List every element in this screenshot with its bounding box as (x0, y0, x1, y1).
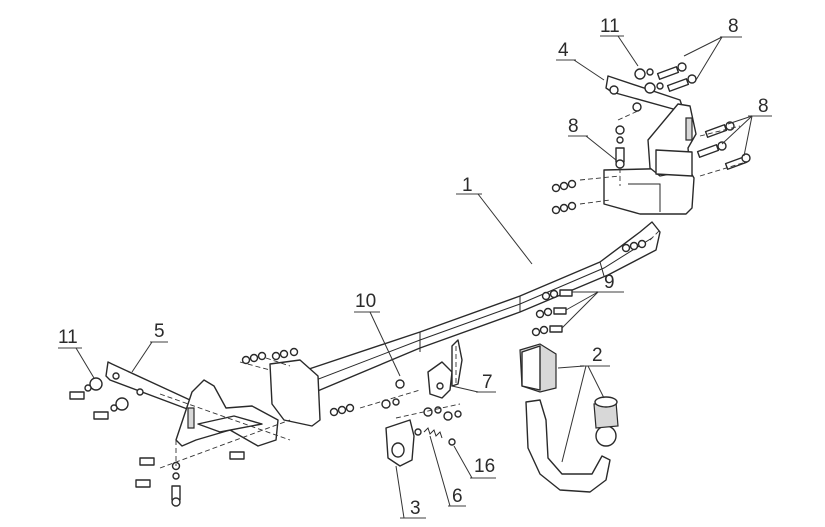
tow-ball-assembly (519, 343, 619, 493)
bolt-icon (696, 141, 727, 158)
bolt-icon (704, 121, 735, 138)
callout-label: 6 (452, 486, 463, 507)
callout-label: 3 (410, 498, 421, 519)
left-mounting-bracket (105, 361, 279, 447)
callout-label: 8 (758, 96, 769, 117)
callout-8-top: 8 (683, 16, 742, 81)
callout-label: 5 (154, 321, 165, 342)
socket-bracket (427, 339, 463, 399)
callout-label: 4 (558, 40, 569, 61)
callout-label: 16 (474, 456, 495, 477)
socket-plate (385, 419, 415, 467)
callout-3: 3 (395, 465, 426, 519)
callout-label: 8 (728, 16, 739, 37)
callout-label: 10 (355, 291, 376, 312)
spring (414, 427, 456, 446)
callout-8-right: 8 (721, 96, 772, 157)
callout-label: 2 (592, 345, 603, 366)
bolt-icon (656, 62, 687, 80)
bolt-icon (724, 153, 751, 170)
callout-9: 9 (561, 272, 624, 329)
callout-1: 1 (456, 175, 533, 265)
callout-11-top: 11 (600, 16, 639, 67)
callout-16: 16 (453, 445, 496, 479)
callout-7: 7 (451, 372, 496, 393)
assembly-lines (159, 109, 747, 469)
callout-10: 10 (354, 291, 401, 377)
callout-label: 11 (58, 327, 78, 348)
callout-label: 1 (462, 175, 473, 196)
callout-6: 6 (429, 435, 466, 507)
bolt-icon (666, 74, 697, 92)
right-mounting-plate (605, 75, 697, 177)
hardware (69, 62, 751, 507)
callout-5: 5 (131, 321, 168, 373)
crossbar (269, 167, 695, 427)
callout-4: 4 (556, 40, 605, 81)
callout-label: 7 (482, 372, 493, 393)
callout-label: 8 (568, 116, 579, 137)
callout-11-left: 11 (58, 327, 95, 379)
callout-label: 11 (600, 16, 620, 37)
callout-8-middle: 8 (568, 116, 617, 161)
callout-2: 2 (557, 345, 610, 463)
callout-label: 9 (604, 272, 615, 293)
